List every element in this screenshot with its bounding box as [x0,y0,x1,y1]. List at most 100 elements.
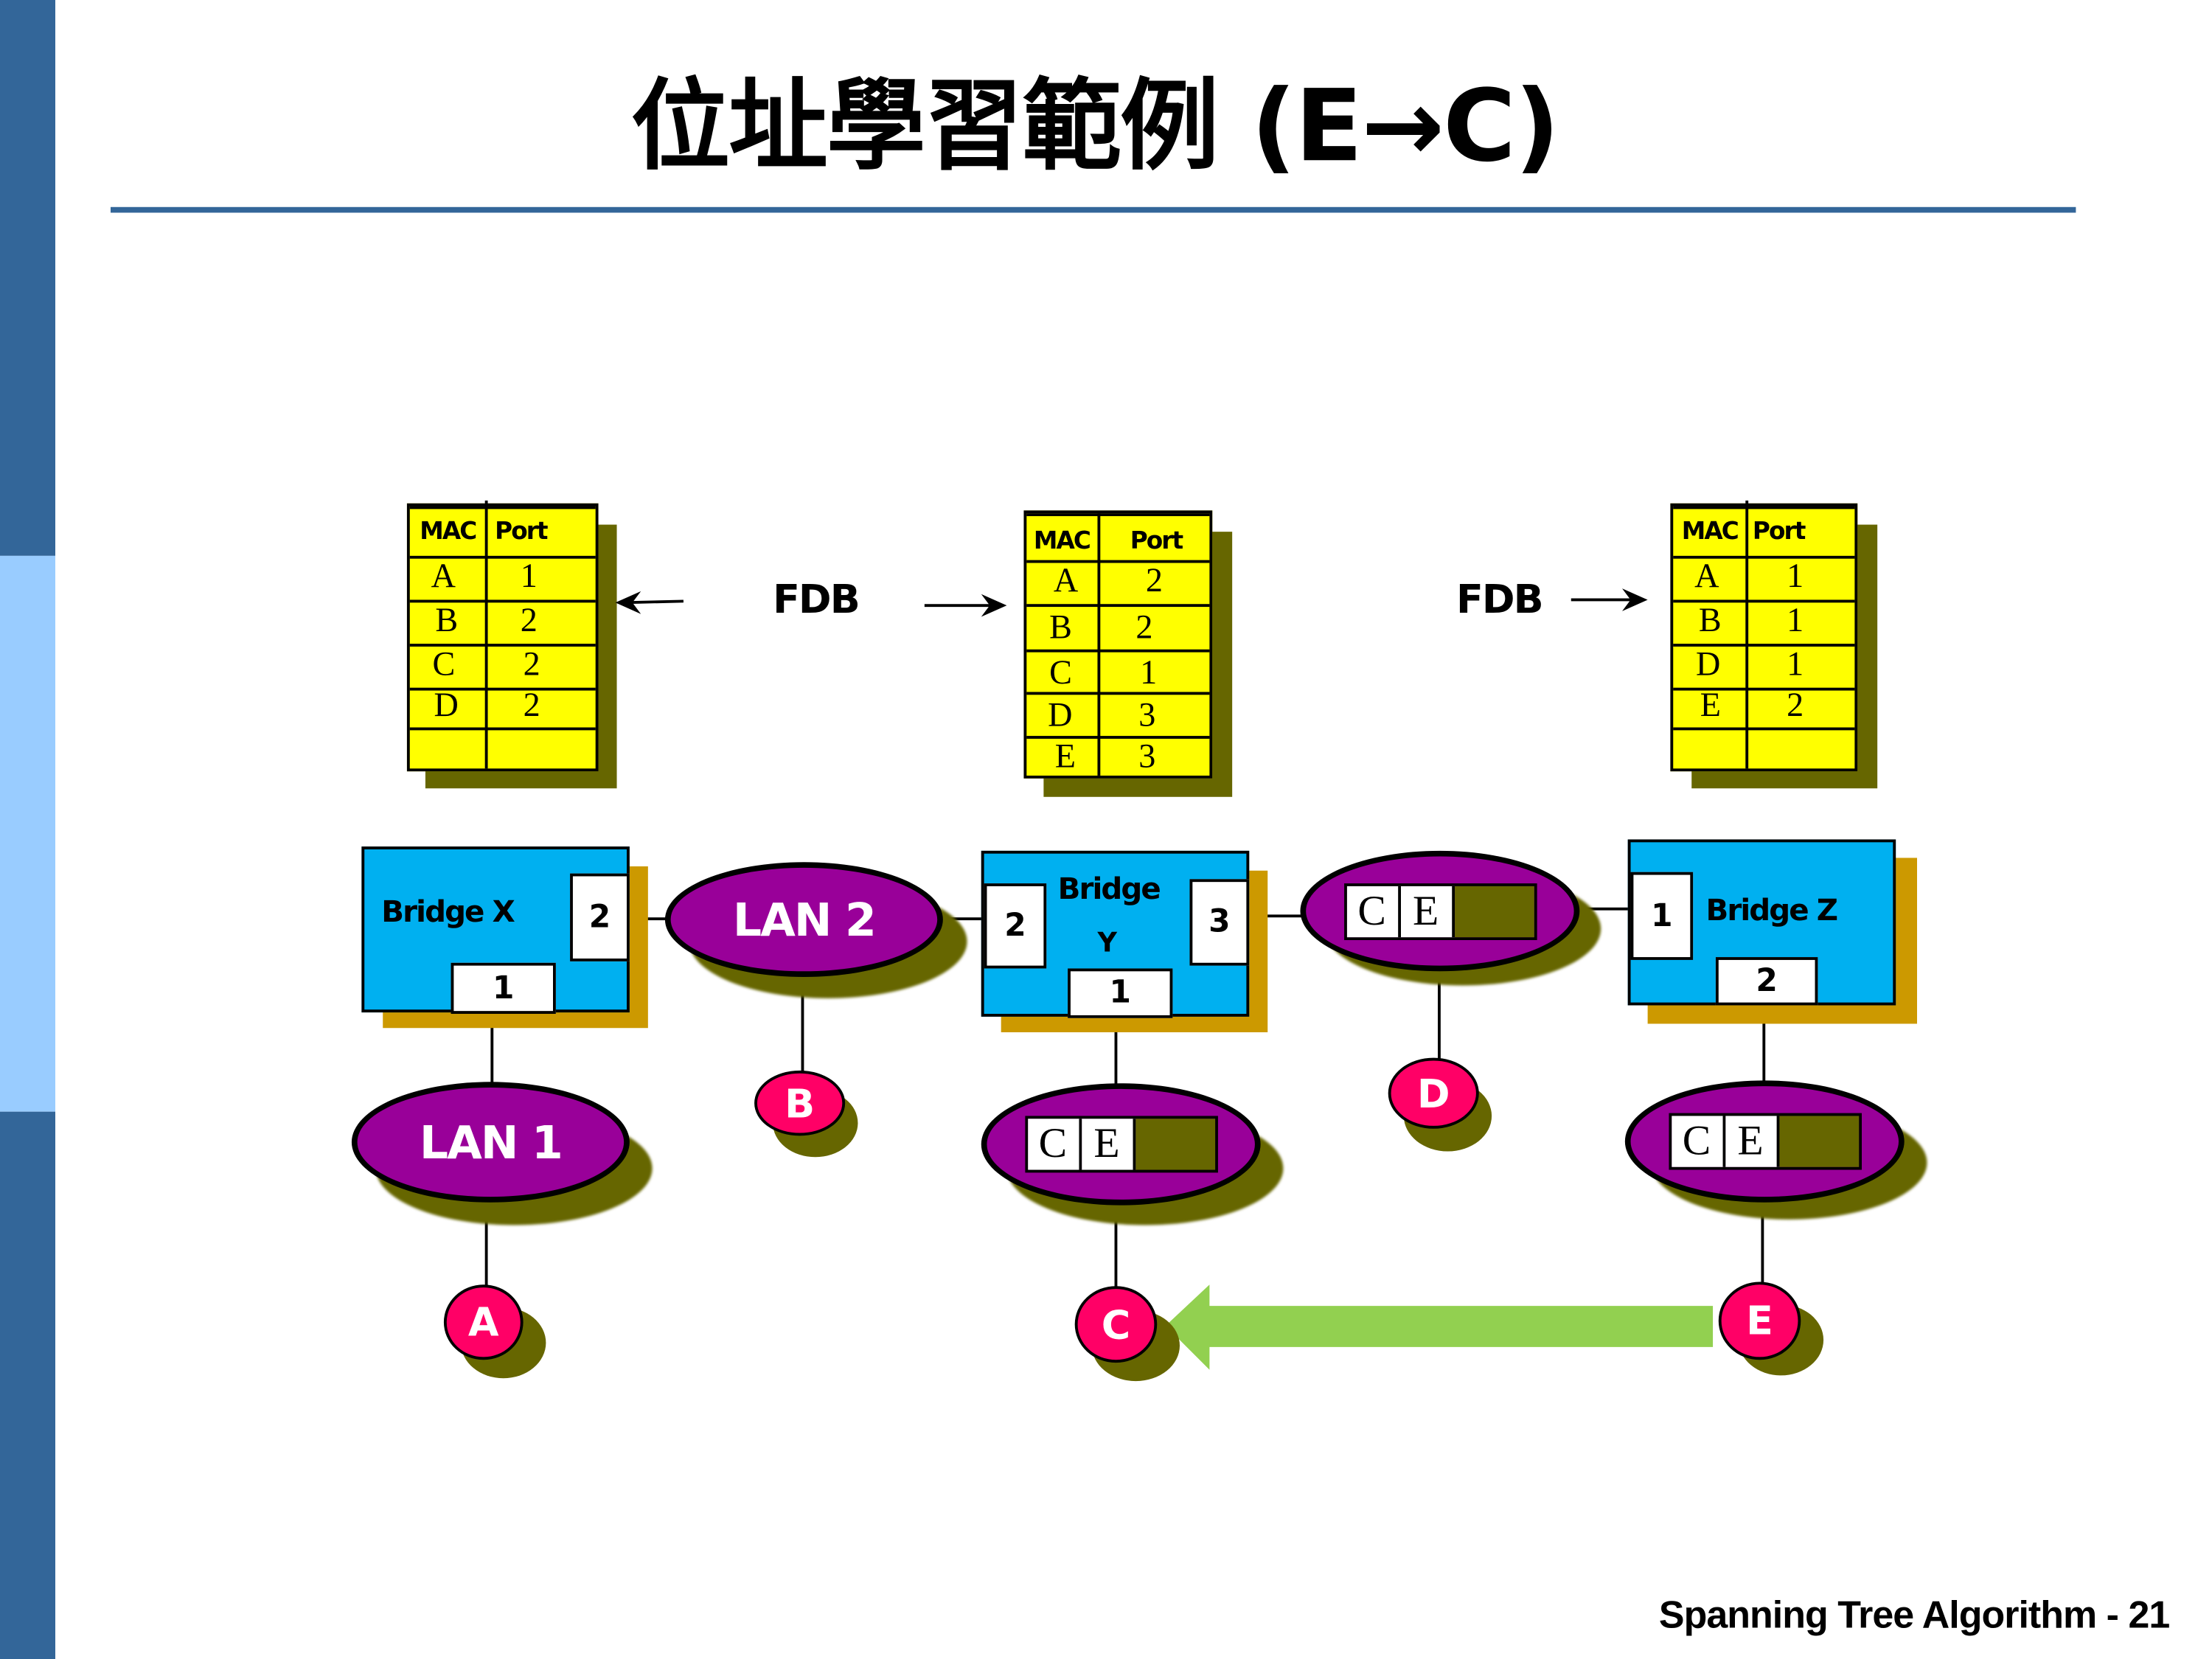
host-a: A [443,1284,524,1360]
fdb-x-port: 2 [523,687,540,725]
fdb-z-mac: A [1694,558,1719,596]
bridge-y-port-3: 3 [1189,879,1250,966]
fdb-y-mac: A [1053,563,1079,600]
flow-arrow-left-icon [1165,1284,1714,1370]
bridge-x-port-1: 1 [451,962,556,1014]
lan-z: C E [1624,1080,1905,1203]
bridge-y-name-line1: Bridge [1057,872,1161,906]
lan-yz: C E [1300,850,1580,972]
fdb-y-mac: D [1048,698,1073,735]
fdb-table-z: MAC Port A 1 B 1 D 1 E 2 [1670,500,1858,772]
wire-lanyz-d [1438,964,1441,1067]
fdb-z-mac: E [1700,687,1721,725]
fdb-y-mac: B [1049,609,1072,647]
lan-yz-frame: C E [1343,883,1537,940]
lan-2: LAN 2 [664,862,943,977]
fdb-y-port: 2 [1145,563,1163,600]
fdb-y-port: 3 [1138,738,1156,776]
lan-z-frame: C E [1668,1113,1862,1170]
host-c: C [1074,1286,1158,1363]
bridge-z-port-2: 2 [1715,957,1818,1006]
bridge-x-port-2: 2 [570,873,630,961]
fdb-label-left: FDB [773,575,860,623]
lan-1-label: LAN 1 [419,1115,563,1169]
fdb-label-right: FDB [1456,575,1544,623]
sidebar-band-middle [0,555,55,1112]
fdb-x-header-port: Port [495,517,548,546]
fdb-y-header-port: Port [1130,527,1183,556]
frame-payload [1135,1119,1215,1170]
lan-y: C E [981,1083,1261,1206]
fdb-z-mac: B [1698,602,1722,640]
fdb-x-port: 2 [520,602,538,640]
fdb-y-port: 2 [1135,609,1153,647]
fdb-z-port: 1 [1787,558,1804,596]
fdb-z-header-mac: MAC [1681,517,1739,546]
frame-dest: C [1671,1116,1725,1167]
arrow-to-fdb-y-icon [924,594,1007,617]
frame-payload [1454,885,1534,937]
fdb-y-port: 3 [1138,698,1156,735]
lan-1: LAN 1 [351,1082,630,1203]
arrow-to-fdb-x-icon [615,591,684,614]
fdb-y-mac: C [1049,655,1072,692]
wire-lan2-y-port2 [939,917,984,921]
bridge-z: Bridge Z 1 2 [1627,839,1896,1006]
bridge-y-name-line2: Y [1097,927,1116,959]
host-d: D [1388,1057,1479,1129]
sidebar-band-top [0,0,55,556]
arrow-to-fdb-z-icon [1571,588,1648,611]
host-e: E [1718,1281,1801,1360]
bridge-y-port-2: 2 [984,883,1047,969]
frame-dest: C [1027,1119,1082,1170]
wire-lan2-b [801,971,804,1074]
frame-payload [1778,1116,1859,1167]
fdb-x-mac: C [432,646,456,684]
bridge-z-name: Bridge Z [1705,893,1838,928]
wire-lanyz-z-port1 [1573,907,1631,911]
fdb-z-port: 1 [1787,646,1804,684]
wire-z-port2-lanz [1762,1002,1766,1088]
fdb-x-mac: D [434,687,459,725]
fdb-y-header-mac: MAC [1033,527,1091,556]
bridge-z-port-1: 1 [1630,872,1694,960]
wire-lany-c [1114,1202,1118,1288]
fdb-x-header-mac: MAC [420,517,477,546]
frame-dest: C [1346,885,1401,937]
bridge-x-name: Bridge X [381,894,515,929]
host-b: B [754,1070,846,1136]
wire-lan1-a [484,1198,488,1287]
bridge-y: Bridge Y 2 3 1 [981,850,1250,1018]
slide-title: 位址學習範例 (E→C) [630,68,1560,185]
fdb-y-port: 1 [1140,655,1158,692]
lan-y-frame: C E [1024,1116,1217,1173]
fdb-table-y: MAC Port A 2 B 2 C 1 D 3 E 3 [1023,510,1213,779]
frame-src: E [1725,1116,1779,1167]
frame-src: E [1400,885,1455,937]
bridge-y-port-1: 1 [1068,968,1173,1018]
wire-x-port2-lan2 [627,917,671,921]
fdb-z-header-port: Port [1752,517,1806,546]
fdb-x-port: 1 [520,558,538,596]
lan-2-label: LAN 2 [732,892,877,947]
fdb-y-mac: E [1054,738,1076,776]
wire-y-port3-lanyz [1248,914,1305,918]
fdb-x-mac: A [431,558,456,596]
wire-y-port1-lany [1114,1012,1118,1092]
fdb-x-port: 2 [523,646,540,684]
fdb-z-port: 1 [1787,602,1804,640]
fdb-z-mac: D [1696,646,1721,684]
fdb-x-mac: B [435,602,459,640]
slide-footer: Spanning Tree Algorithm - 21 [1658,1593,2170,1637]
sidebar-band-bottom [0,1111,55,1659]
bridge-x: Bridge X 2 1 [361,846,630,1014]
frame-src: E [1081,1119,1135,1170]
wire-x-port1-lan1 [490,1009,494,1089]
fdb-table-x: MAC Port A 1 B 2 C 2 D 2 [406,500,599,772]
wire-lanz-e [1761,1198,1764,1284]
title-rule [111,206,2076,213]
fdb-z-port: 2 [1787,687,1804,725]
